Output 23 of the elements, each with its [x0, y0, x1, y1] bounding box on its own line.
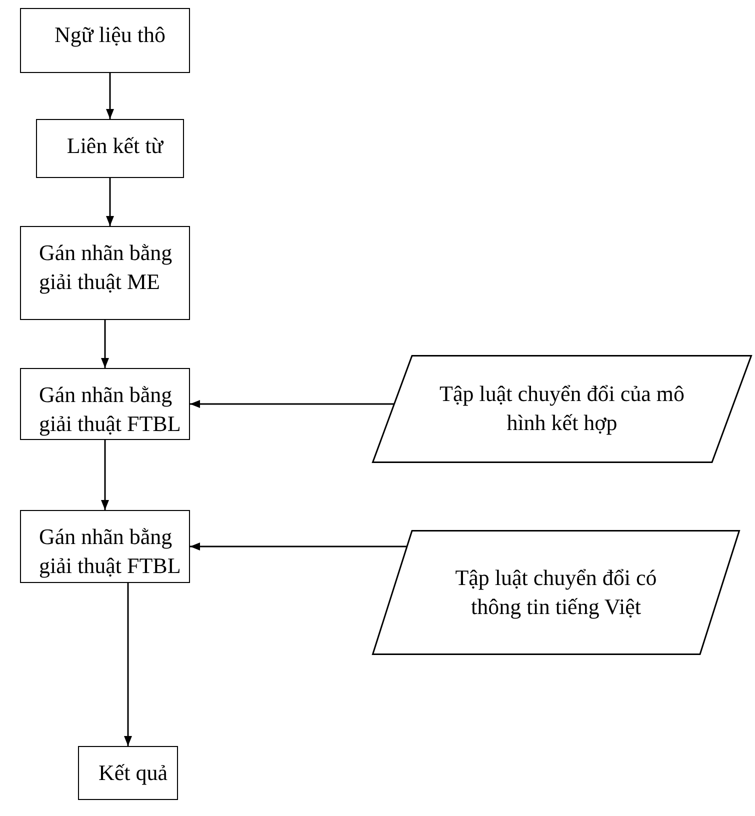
node-label: Tập luật chuyển đổi của mô hình kết hợp — [438, 380, 686, 437]
arrow — [190, 542, 407, 550]
data-parallelogram — [372, 530, 740, 655]
arrow — [106, 73, 114, 119]
process-box — [36, 119, 184, 178]
arrow — [190, 400, 394, 408]
process-box — [78, 746, 178, 800]
node-label: Gán nhãn bằng giải thuật FTBL — [39, 523, 181, 580]
arrow — [106, 178, 114, 226]
arrow — [101, 320, 109, 368]
node-label: Gán nhãn bằng giải thuật ME — [39, 239, 174, 296]
arrow — [101, 440, 109, 510]
arrow — [124, 583, 132, 746]
node-label: Kết quả — [98, 759, 168, 787]
process-box — [20, 510, 190, 583]
process-box — [20, 368, 190, 440]
process-box — [20, 226, 190, 320]
data-parallelogram — [372, 355, 752, 463]
node-label: Liên kết từ — [66, 132, 164, 160]
process-box — [20, 8, 190, 73]
node-label: Gán nhãn bằng giải thuật FTBL — [39, 381, 181, 438]
node-label: Tập luật chuyển đổi có thông tin tiếng Việt — [454, 564, 658, 621]
node-label: Ngữ liệu thô — [54, 21, 166, 49]
